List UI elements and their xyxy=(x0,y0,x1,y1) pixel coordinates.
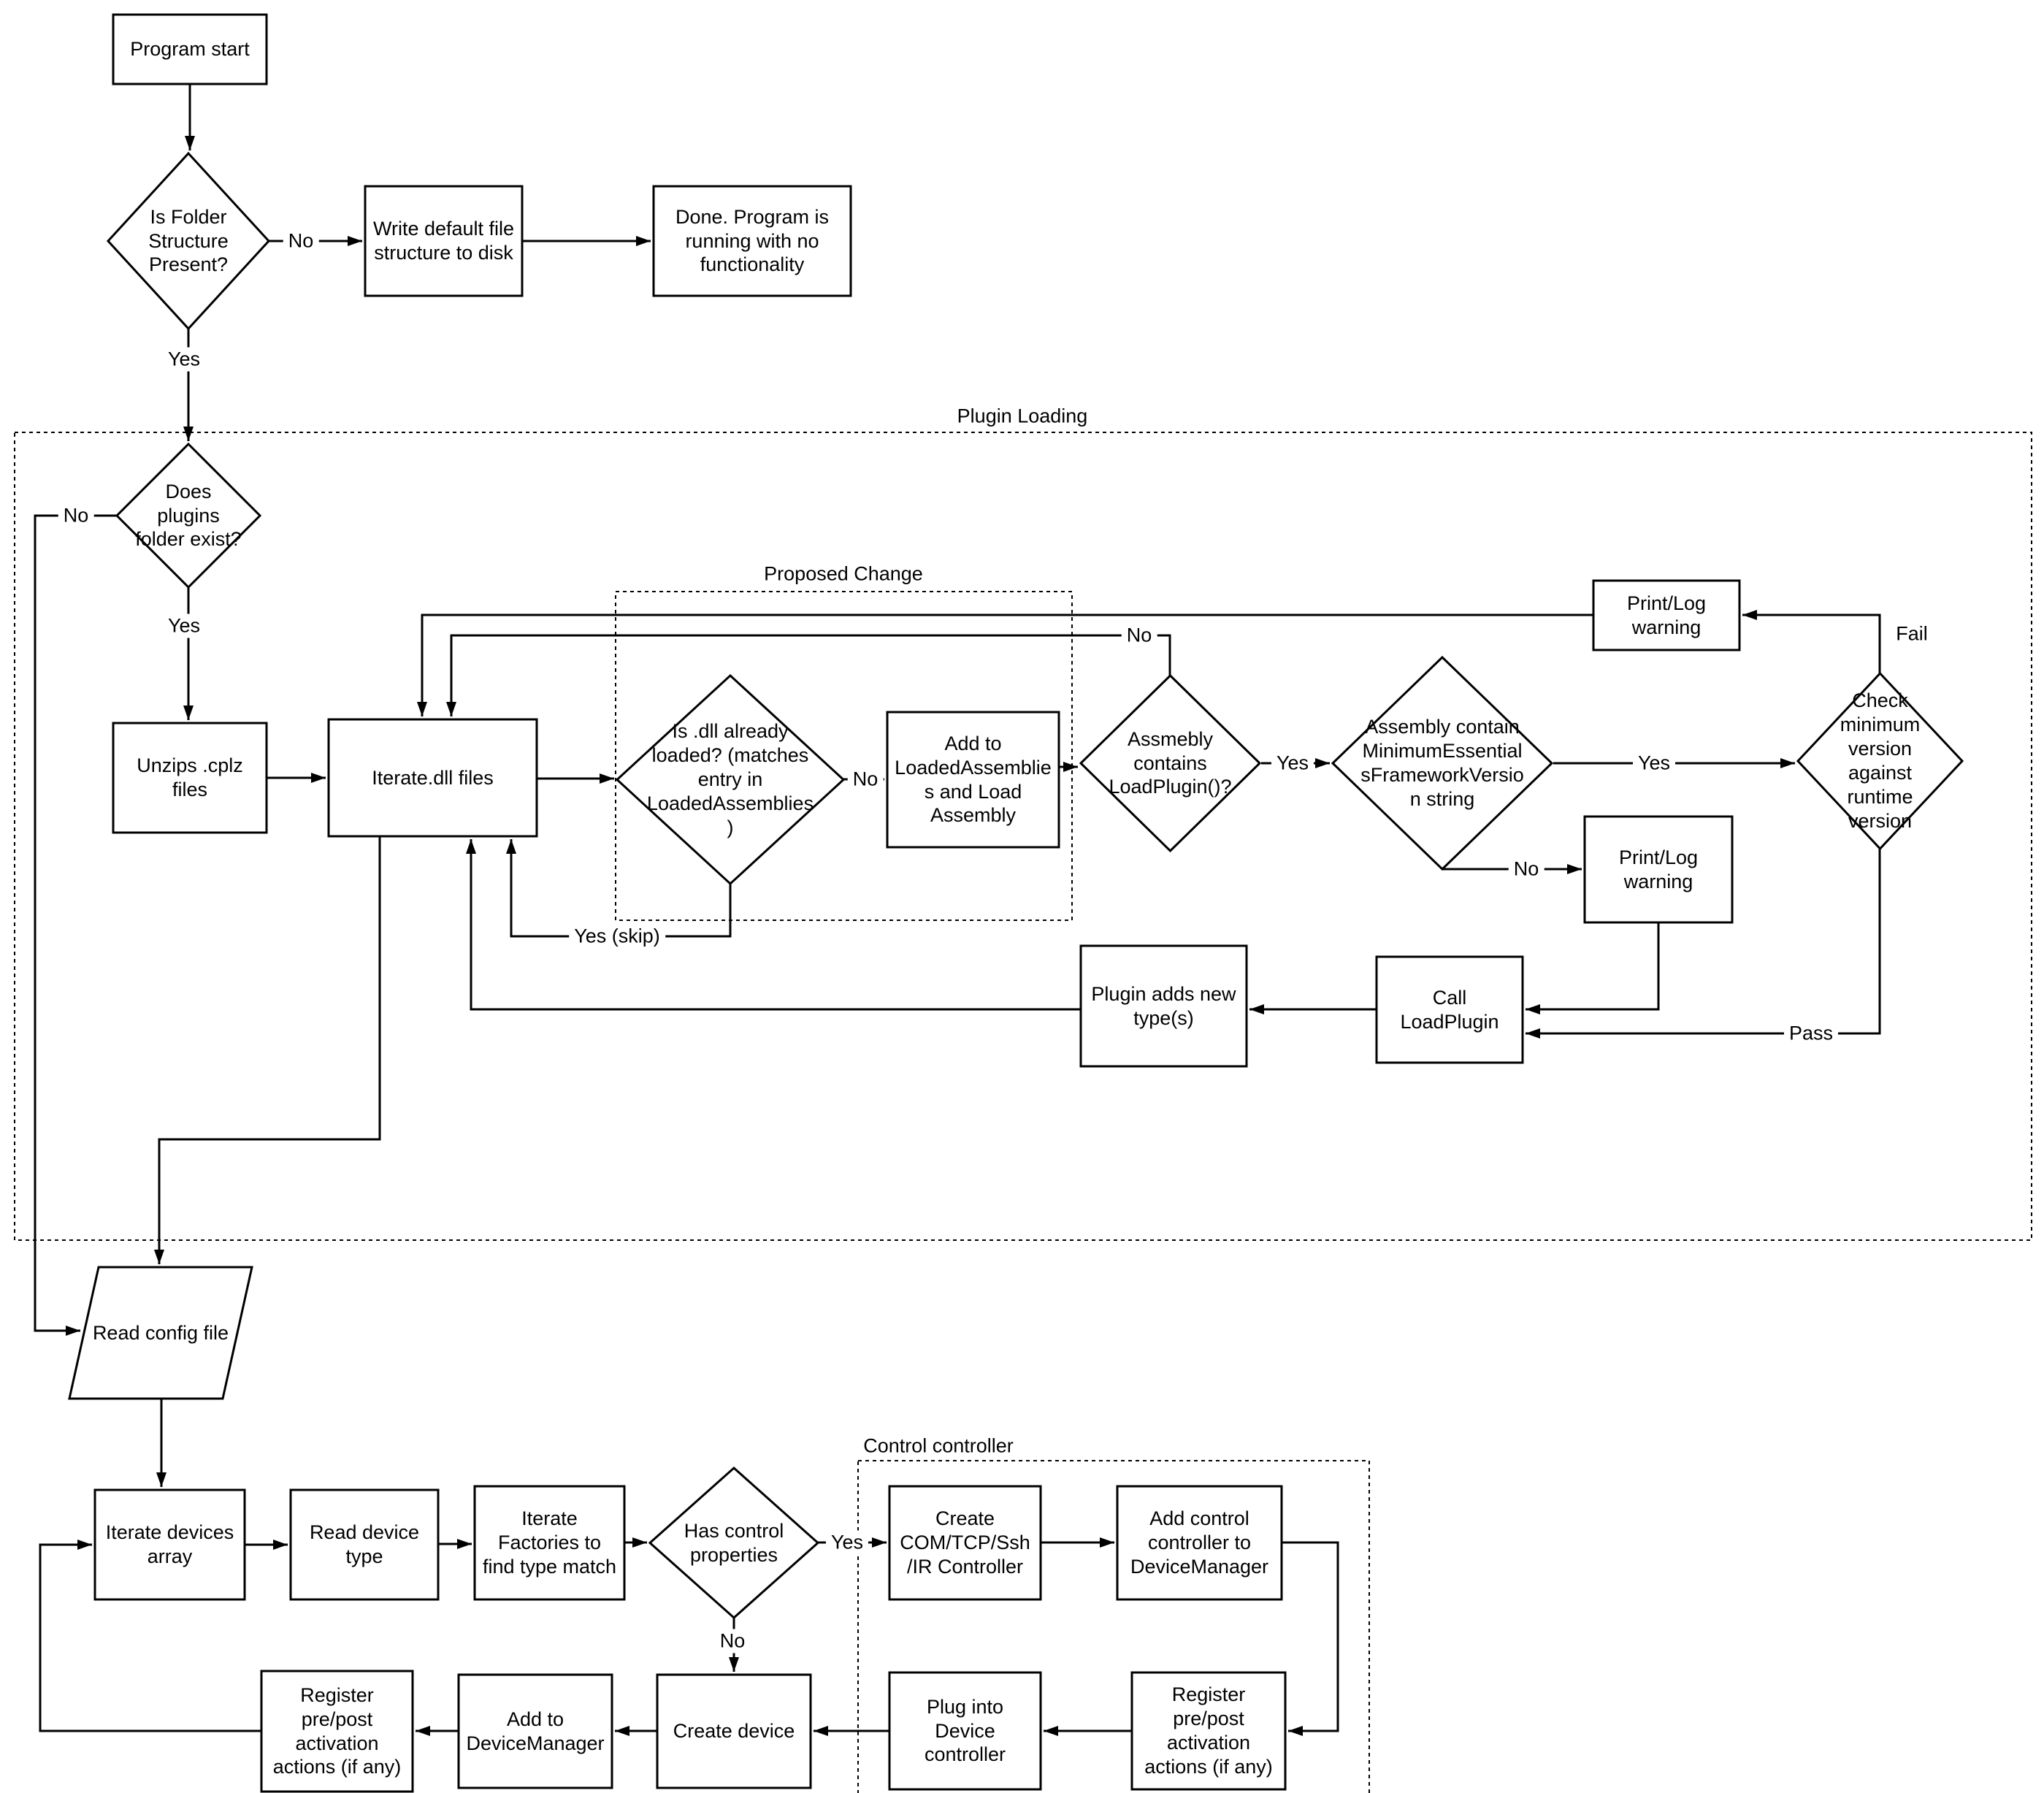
edge-check-fail xyxy=(1742,610,1881,673)
edge-check-pass xyxy=(1526,849,1881,1039)
edge-register-left-loop xyxy=(39,1540,261,1732)
node-plug-into-device-controller xyxy=(888,1671,1042,1791)
node-iterate-dll-files xyxy=(327,718,538,838)
edge-add-control-to-register xyxy=(1282,1541,1339,1736)
edge-fail-return-to-iterate xyxy=(417,613,1593,716)
node-check-minimum-version xyxy=(1796,671,1964,851)
edge-iterate-to-read-config xyxy=(154,836,381,1264)
node-unzips-cplz-files xyxy=(112,722,268,834)
container-proposed-change xyxy=(615,591,1073,921)
node-register-pre-post-right xyxy=(1130,1671,1287,1791)
nodes-layer xyxy=(68,13,1964,1793)
node-iterate-devices-array xyxy=(93,1488,246,1601)
node-print-log-warning-top xyxy=(1592,579,1741,651)
node-create-device xyxy=(656,1673,812,1789)
node-print-log-warning-bottom xyxy=(1583,815,1734,924)
node-plugin-adds-new-types xyxy=(1079,944,1248,1068)
container-plugin-loading xyxy=(14,432,2032,1241)
node-read-device-type xyxy=(289,1488,440,1601)
node-call-loadplugin xyxy=(1375,955,1524,1064)
edge-loadplugin-no-return xyxy=(446,634,1171,716)
node-assembly-contains-min-version xyxy=(1331,655,1554,871)
edge-plugins-no xyxy=(34,514,117,1336)
node-has-control-properties xyxy=(648,1466,820,1620)
node-does-plugins-folder-exist xyxy=(115,442,262,589)
node-add-control-controller xyxy=(1116,1485,1283,1601)
node-program-start xyxy=(112,13,268,85)
node-assembly-contains-loadplugin xyxy=(1079,673,1262,853)
node-is-dll-already-loaded xyxy=(615,673,846,886)
node-add-to-loadedassemblies xyxy=(886,711,1060,849)
node-write-default-file-structure xyxy=(364,185,524,297)
node-add-to-devicemanager xyxy=(457,1673,613,1789)
edge-plugin-adds-to-iterate xyxy=(466,839,1081,1011)
node-iterate-factories-type-match xyxy=(473,1485,626,1601)
node-register-pre-post-left xyxy=(260,1670,414,1793)
containers-layer xyxy=(14,432,2032,1793)
node-done-no-functionality xyxy=(652,185,852,297)
container-control-controller xyxy=(857,1460,1370,1793)
node-create-com-tcp-ssh-ir xyxy=(888,1485,1042,1601)
edge-warning-to-call-loadplugin xyxy=(1526,922,1660,1014)
node-is-folder-structure-present xyxy=(106,151,271,331)
node-read-config-file xyxy=(68,1266,253,1400)
